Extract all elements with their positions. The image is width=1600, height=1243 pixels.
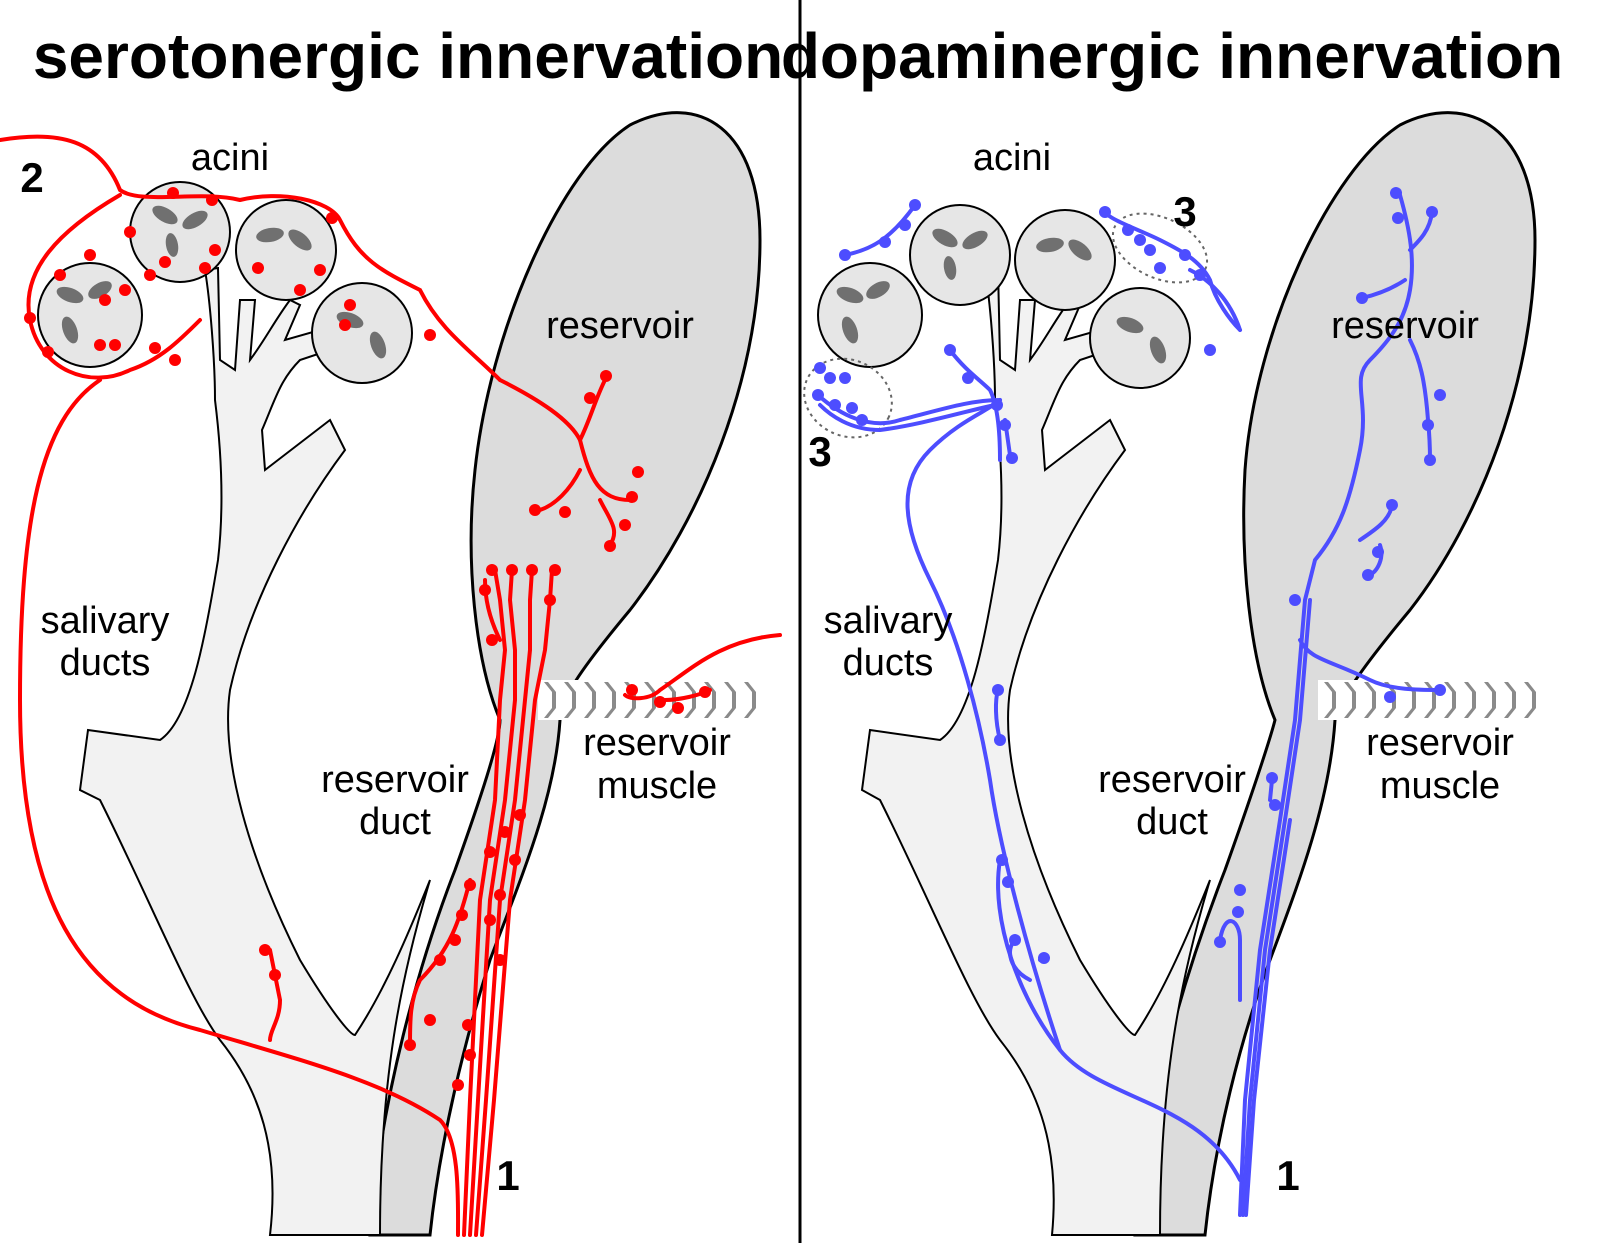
right-salivary-duct: [860, 266, 1211, 1236]
right-label-reservoir-duct-1: reservoir: [1098, 759, 1246, 801]
right-label-ducts: ducts: [843, 642, 934, 684]
right-acini: [817, 204, 1191, 389]
left-acini: [37, 181, 413, 384]
right-reservoir: [1133, 111, 1537, 1237]
right-label-reservoir-muscle-1: reservoir: [1366, 722, 1514, 764]
left-label-reservoir: reservoir: [546, 305, 694, 347]
left-marker-1: 1: [496, 1152, 519, 1199]
right-label-reservoir-muscle-2: muscle: [1380, 765, 1500, 807]
left-reservoir-muscle: [538, 680, 764, 720]
left-label-reservoir-duct-2: duct: [359, 801, 431, 843]
right-marker-3-lower: 3: [808, 428, 831, 475]
right-reservoir-muscle: [1318, 680, 1544, 720]
serotonergic-varicosities: [24, 187, 711, 1091]
left-marker-2: 2: [20, 154, 43, 201]
left-label-salivary: salivary: [41, 600, 170, 642]
left-label-reservoir-muscle-1: reservoir: [583, 722, 731, 764]
right-title: dopaminergic innervation: [781, 20, 1563, 92]
dopaminergic-varicosities: [812, 187, 1446, 964]
dopaminergic-panel: dopaminergic innervation: [781, 20, 1563, 1237]
left-title: serotonergic innervation: [33, 20, 783, 92]
right-label-reservoir: reservoir: [1331, 305, 1479, 347]
right-group-3-lower: [803, 357, 893, 439]
left-label-reservoir-duct-1: reservoir: [321, 759, 469, 801]
right-marker-3-upper: 3: [1173, 188, 1196, 235]
left-label-ducts: ducts: [60, 642, 151, 684]
left-label-reservoir-muscle-2: muscle: [597, 765, 717, 807]
left-salivary-duct: [78, 266, 431, 1236]
right-label-reservoir-duct-2: duct: [1136, 801, 1208, 843]
right-marker-1: 1: [1276, 1152, 1299, 1199]
left-reservoir: [368, 111, 762, 1237]
right-group-3-upper: [1111, 212, 1209, 284]
serotonergic-panel: serotonergic innervation: [0, 20, 783, 1237]
left-label-acini: acini: [191, 137, 269, 179]
right-label-salivary: salivary: [824, 600, 953, 642]
right-label-acini: acini: [973, 137, 1051, 179]
